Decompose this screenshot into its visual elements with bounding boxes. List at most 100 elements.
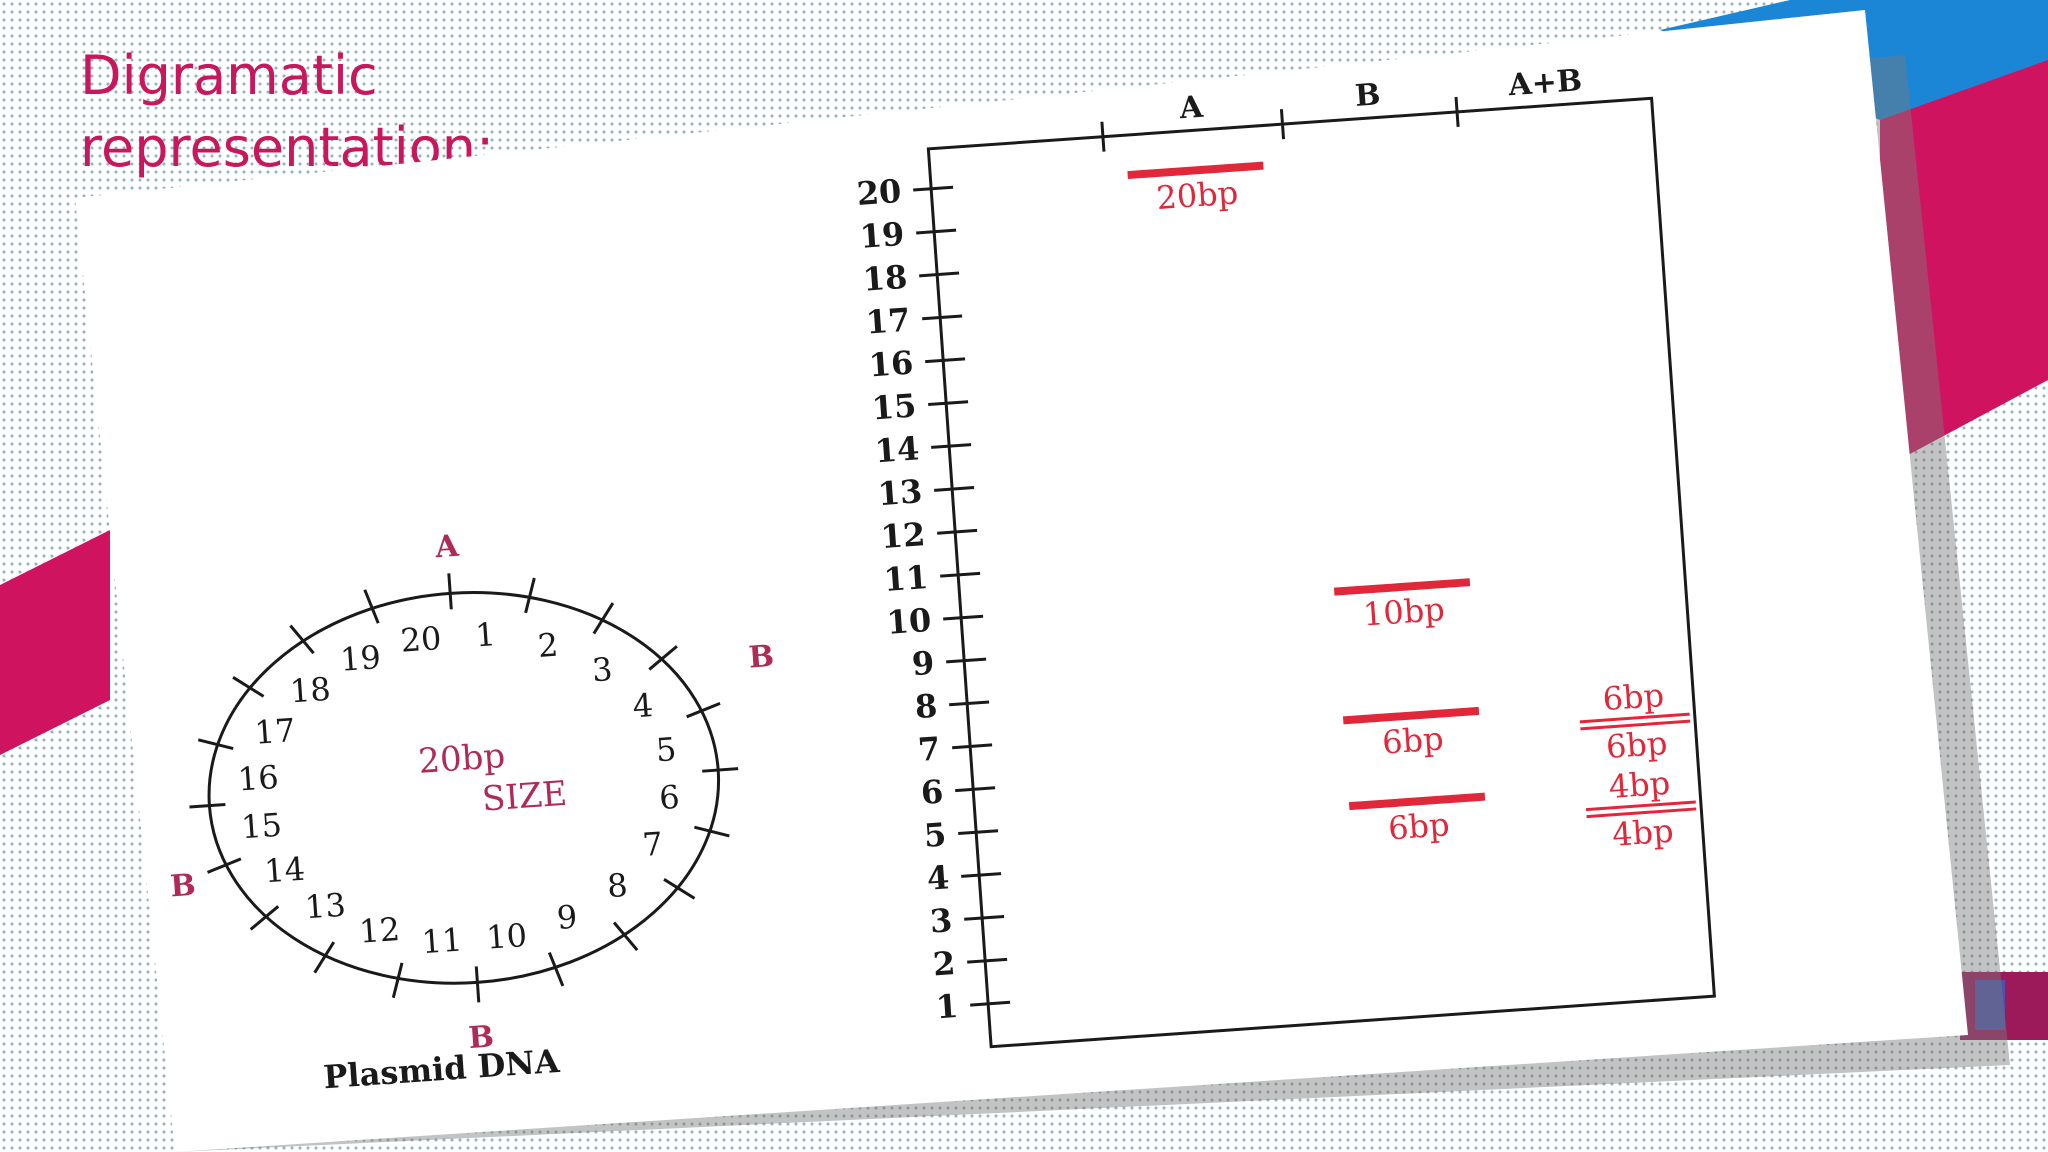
gel-band [1127, 161, 1264, 180]
lane-ab-bands: 6bp 6bp 4bp 4bp [1579, 676, 1697, 854]
plasmid-tick [313, 941, 336, 974]
ladder-label: 16 [867, 344, 914, 385]
plasmid-position-label: 14 [263, 850, 306, 891]
ladder-label: 1 [935, 987, 960, 1026]
plasmid-position-label: 8 [606, 866, 629, 905]
ladder-tick [937, 528, 978, 535]
ladder-label: 19 [858, 215, 905, 256]
plasmid-position-label: 4 [631, 686, 654, 725]
lane-ab-label-bottom-1: 4bp [1608, 764, 1672, 806]
ladder-label: 15 [870, 386, 917, 427]
lane-ab-label-top-1: 6bp [1601, 676, 1665, 718]
ladder-label: 7 [917, 730, 942, 769]
plasmid-position-label: 5 [655, 730, 678, 769]
blue-corner-block [1975, 980, 2005, 1030]
lane-ab-band-line-2 [1580, 719, 1691, 731]
cut-site-label-b-right: B [748, 639, 776, 676]
ladder-tick [964, 914, 1005, 921]
lane-divider-a [1100, 121, 1106, 152]
plasmid-position-label: 12 [358, 910, 401, 951]
ladder-label: 17 [864, 301, 911, 342]
lane-ab-label-bottom-2: 4bp [1611, 812, 1675, 854]
plasmid-position-label: 16 [237, 758, 280, 799]
plasmid-tick [206, 857, 242, 874]
gel-band [1333, 578, 1471, 596]
ladder-tick [925, 357, 966, 364]
plasmid-tick [694, 825, 730, 838]
ladder-tick [958, 829, 999, 835]
ladder-tick [931, 443, 972, 449]
ladder-tick [949, 700, 990, 707]
plasmid-position-label: 1 [474, 615, 497, 654]
lane-label-a: A [1177, 90, 1204, 127]
ladder-tick [919, 271, 960, 278]
ladder-tick [922, 314, 963, 321]
plasmid-tick [391, 962, 404, 999]
ladder-tick [967, 957, 1008, 964]
ladder-tick [943, 614, 984, 621]
ladder-label: 10 [885, 601, 932, 642]
plasmid-tick [447, 573, 453, 610]
cut-site-label-a: A [433, 529, 460, 566]
lane-ab-band-line-1 [1579, 712, 1690, 724]
plasmid-tick [524, 577, 536, 614]
plasmid-position-label: 2 [537, 626, 560, 665]
plasmid-size-value: 20bp [417, 736, 506, 782]
ladder-label: 6 [920, 772, 945, 811]
cut-site-label-b-left: B [169, 868, 197, 905]
ladder-tick [955, 786, 996, 793]
ladder-label: 4 [926, 858, 951, 897]
plasmid-position-label: 7 [641, 825, 664, 864]
ladder-label: 12 [879, 515, 926, 556]
ladder-tick [961, 872, 1002, 878]
plasmid-position-label: 13 [304, 886, 347, 927]
ladder-label: 2 [932, 944, 957, 983]
plasmid-position-label: 18 [289, 670, 332, 711]
lane-label-ab: A+B [1506, 63, 1583, 103]
plasmid-tick [592, 602, 615, 635]
lane-divider-ab [1279, 109, 1286, 140]
cut-site-label-b-bottom: B [467, 1019, 495, 1056]
plasmid-position-label: 6 [658, 778, 681, 817]
ladder-tick [913, 185, 954, 192]
plasmid-position-label: 20 [399, 619, 442, 660]
gel-band-label: 6bp [1381, 719, 1445, 761]
lane-ab-label-top-2: 6bp [1605, 724, 1669, 766]
plasmid-position-label: 15 [240, 806, 283, 847]
plasmid-tick [232, 676, 265, 698]
ladder-label: 18 [861, 258, 908, 299]
ladder-label: 20 [855, 172, 902, 213]
ladder-label: 8 [914, 687, 939, 726]
ladder-tick [934, 486, 975, 492]
lane-ab-band-line-4 [1586, 807, 1697, 819]
ladder-label: 5 [923, 815, 948, 854]
lane-divider-babc [1454, 96, 1460, 127]
plasmid-tick [289, 624, 315, 655]
plasmid-tick [363, 589, 380, 624]
ladder-tick [928, 400, 969, 407]
plasmid-tick [189, 803, 226, 809]
gel-band-label: 6bp [1387, 805, 1451, 847]
ladder-label: 11 [882, 558, 929, 599]
ladder-tick [952, 743, 993, 750]
plasmid-size-label: SIZE [481, 774, 569, 820]
plasmid-position-label: 19 [339, 638, 382, 679]
gel-band-label: 20bp [1155, 173, 1239, 217]
plasmid-position-label: 11 [420, 920, 463, 961]
plasmid-tick-marks [189, 573, 739, 1003]
ladder-label: 3 [929, 901, 954, 940]
plasmid-tick [197, 738, 234, 750]
diagram-card-background [75, 10, 1968, 1152]
magenta-accent-band-right [1880, 60, 2048, 470]
ladder-tick [916, 228, 957, 235]
plasmid-tick [249, 905, 280, 931]
ladder-tick [946, 657, 987, 664]
gel-diagram: A B A+B 1234567891011121314151617181920 … [855, 63, 1716, 1049]
